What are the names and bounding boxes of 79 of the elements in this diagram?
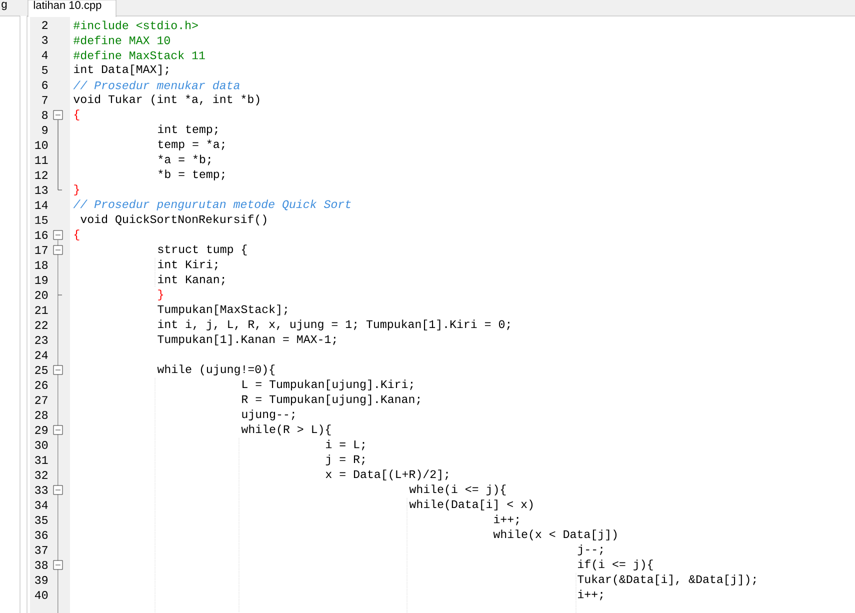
code-line: int Kiri;	[158, 260, 218, 270]
code-line: if(i <= j){	[578, 560, 653, 570]
line-number: 3	[42, 36, 48, 44]
line-number: 35	[35, 516, 48, 524]
code-line: Tumpukan[1].Kanan = MAX-1;	[158, 334, 336, 346]
code-line: while(Data[i] < x)	[409, 500, 533, 510]
code-line: int i, j, L, R, x, ujung = 1; Tumpukan[1].Kiri = 0;	[158, 320, 510, 330]
code-line: }	[158, 290, 163, 300]
code-line: ujung--;	[242, 410, 294, 420]
line-number: 20	[35, 291, 48, 299]
code-line: x = Data[(L+R)/2];	[326, 470, 448, 480]
line-number: 17	[35, 246, 48, 254]
code-line: {	[74, 230, 80, 240]
line-number: 6	[42, 81, 48, 89]
line-number: 31	[35, 456, 48, 464]
line-number: 23	[35, 336, 48, 344]
line-number: 26	[35, 381, 48, 389]
line-number: 33	[35, 486, 48, 494]
code-line: // Prosedur menukar data	[73, 80, 240, 90]
code-line: i = L;	[326, 440, 364, 450]
code-line: while(i <= j){	[409, 484, 506, 496]
code-line: Tukar(&Data[i], &Data[j]);	[578, 574, 756, 586]
line-number: 8	[42, 111, 48, 119]
line-number: 39	[35, 576, 48, 584]
code-line: temp = *a;	[158, 140, 224, 150]
line-number: 9	[42, 126, 48, 134]
code-line: R = Tumpukan[ujung].Kanan;	[242, 394, 420, 406]
line-number: 21	[35, 306, 48, 314]
code-line: void QuickSortNonRekursif()	[80, 214, 266, 226]
code-line: #define MaxStack 11	[74, 50, 205, 60]
line-number: 36	[35, 531, 48, 539]
code-line: {	[74, 110, 80, 120]
code-line: // Prosedur pengurutan metode Quick Sort	[73, 200, 351, 210]
code-line: #define MAX 10	[74, 36, 170, 44]
code-line: while (ujung!=0){	[157, 364, 275, 376]
line-number: 11	[35, 156, 48, 164]
code-line: j--;	[578, 544, 603, 556]
line-number: 15	[35, 216, 48, 224]
line-number: 10	[35, 141, 48, 149]
code-line: struct tump {	[158, 244, 247, 256]
line-number: 14	[35, 201, 48, 209]
line-number: 32	[35, 471, 48, 479]
line-number: 38	[35, 561, 48, 569]
line-number: 2	[42, 21, 48, 29]
code-line: int Kanan;	[158, 274, 224, 286]
line-number: 27	[35, 396, 48, 404]
code-line: L = Tumpukan[ujung].Kiri;	[242, 380, 413, 390]
line-number: 28	[35, 411, 48, 419]
code-line: while(R > L){	[241, 424, 331, 436]
code-line: j = R;	[326, 454, 364, 466]
line-number: 40	[34, 591, 48, 599]
code-line: i++;	[494, 514, 519, 526]
line-number: 22	[35, 321, 48, 329]
line-number: 7	[42, 96, 48, 104]
code-line: i++;	[578, 590, 603, 600]
line-number: 29	[35, 426, 48, 434]
line-number: 12	[35, 171, 48, 179]
line-number: 25	[35, 366, 48, 374]
line-number: 34	[35, 501, 48, 509]
tab-label: g	[2, 2, 7, 10]
code-line: *b = temp;	[158, 170, 224, 180]
line-number: 13	[35, 186, 48, 194]
tab: latihan 10.cpp	[28, 0, 116, 18]
line-number: 30	[35, 441, 48, 449]
code-line: }	[74, 184, 79, 196]
line-number: 19	[35, 276, 48, 284]
code-line: *a = *b;	[158, 154, 210, 166]
code-line: while(x < Data[j])	[493, 530, 617, 540]
line-number: 5	[42, 66, 48, 74]
line-number: 16	[35, 231, 48, 239]
line-number: 4	[42, 51, 48, 59]
line-number: 24	[35, 351, 48, 359]
code-line: int Data[MAX];	[74, 64, 168, 76]
line-number: 37	[35, 546, 48, 554]
line-number: 18	[35, 261, 48, 269]
code-line: void Tukar (int *a, int *b)	[74, 94, 260, 106]
code-line: Tumpukan[MaxStack];	[158, 304, 287, 316]
code-line: #include <stdio.h>	[74, 20, 198, 30]
code-line: int temp;	[158, 124, 218, 136]
